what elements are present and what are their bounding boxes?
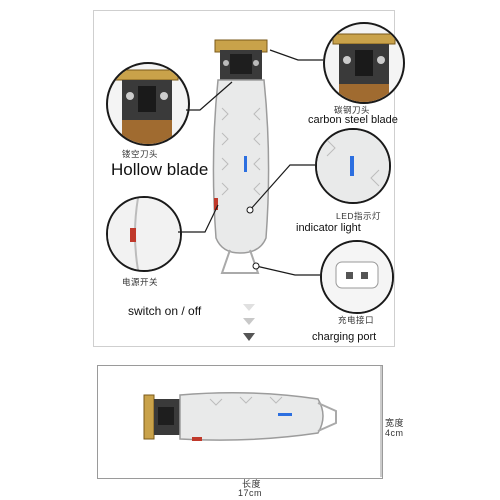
arrow-down-icon: [243, 304, 255, 311]
led-label-cn: LED指示灯: [336, 211, 382, 221]
hollow-blade-label-cn: 镂空刀头: [122, 149, 159, 159]
trimmer-vertical-icon: [212, 39, 270, 274]
length-label-cn: 长度: [242, 479, 262, 489]
hollow-blade-label-en: Hollow blade: [111, 160, 209, 179]
charging-label-cn: 充电接口: [338, 315, 375, 325]
width-value: 4cm: [385, 428, 404, 438]
carbon-blade-detail-icon: [323, 22, 405, 104]
trimmer-horizontal-icon: [143, 392, 337, 441]
charging-port-detail-icon: [320, 240, 394, 314]
indicator-light-detail-icon: [315, 128, 391, 204]
length-value: 17cm: [238, 488, 263, 498]
diagram-frame: [93, 10, 395, 347]
dimension-frame: [97, 365, 383, 479]
switch-label-en: switch on / off: [128, 304, 202, 318]
width-dimension-line: [380, 365, 382, 477]
width-label-cn: 宽度: [385, 418, 405, 428]
power-switch-label-cn: 电源开关: [122, 277, 159, 287]
indicator-label-en: indicator light: [296, 222, 361, 234]
arrow-down-icon: [243, 318, 255, 325]
arrow-down-icon: [243, 333, 255, 341]
charging-label-en: charging port: [312, 331, 377, 343]
carbon-blade-label-cn: 碳钢刀头: [334, 105, 371, 115]
carbon-blade-label-en: carbon steel blade: [308, 114, 398, 126]
power-switch-detail-icon: [106, 196, 182, 272]
hollow-blade-detail-icon: [106, 62, 190, 146]
